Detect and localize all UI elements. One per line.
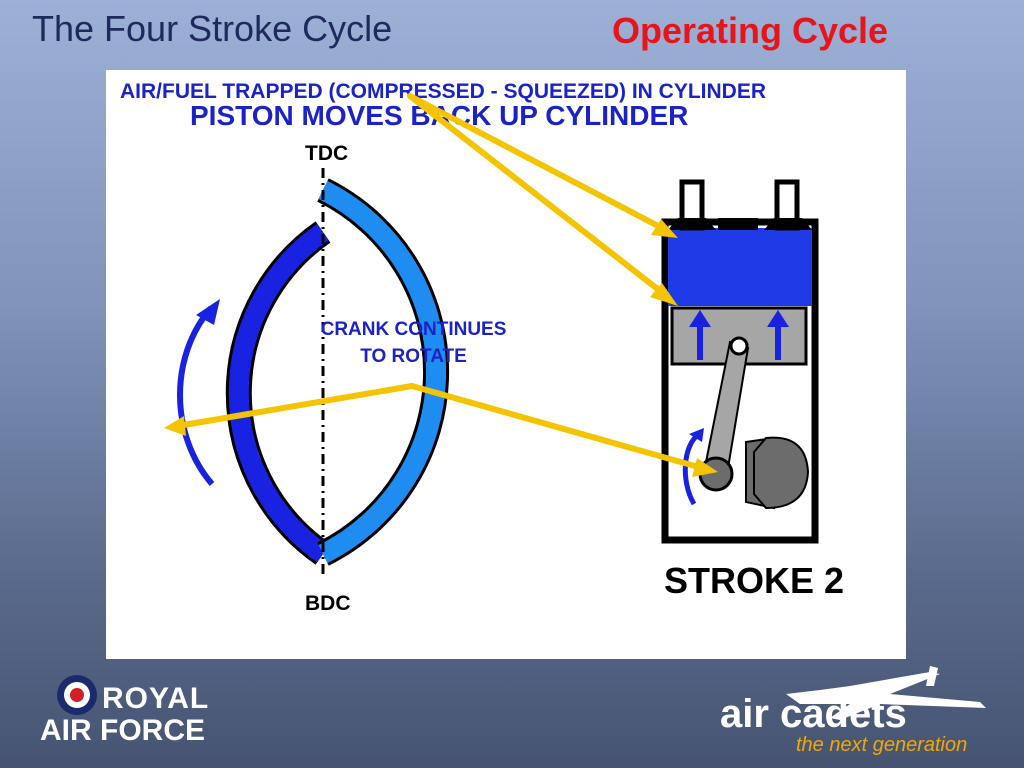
raf-logo: ROYAL AIR FORCE: [40, 670, 210, 750]
piston-annotation: PISTON MOVES BACK UP CYLINDER: [190, 100, 689, 131]
engine-cylinder: [661, 179, 819, 544]
compressed-charge: [668, 228, 812, 306]
gudgeon-pin: [729, 336, 749, 356]
piston-up-arrow-right-head: [767, 310, 789, 327]
counterweight: [753, 436, 810, 510]
slide-title: The Four Stroke Cycle: [32, 8, 393, 49]
spark-plug: [718, 218, 758, 230]
stroke-label: STROKE 2: [664, 560, 845, 601]
intake-valve-head: [668, 218, 716, 230]
air-cadets-logo: air cadets the next generation: [720, 660, 1010, 760]
raf-logo-line1: ROYAL: [102, 682, 210, 715]
ring-right-segment: [318, 181, 447, 563]
rotation-arrow-shaft: [177, 306, 215, 486]
slide-subtitle: Operating Cycle: [612, 10, 889, 51]
air-cadets-tagline: the next generation: [796, 734, 968, 756]
crank-rotation-ring: [177, 168, 450, 578]
aircraft-icon: [786, 666, 986, 720]
bdc-label: BDC: [305, 592, 351, 615]
rotation-arrow-head: [196, 299, 220, 325]
diagram-panel: AIR/FUEL TRAPPED (COMPRESSED - SQUEEZED)…: [106, 70, 906, 659]
crank-annotation: CRANK CONTINUES TO ROTATE: [320, 319, 507, 367]
crank-pin: [698, 456, 734, 492]
piston-up-arrow-left-head: [689, 310, 711, 327]
air-cadets-wordmark: air cadets: [720, 692, 907, 736]
tdc-label: TDC: [305, 142, 349, 165]
raf-logo-line2: AIR FORCE: [40, 714, 205, 747]
exhaust-valve-head: [764, 218, 812, 230]
raf-roundel-icon: [57, 675, 97, 715]
